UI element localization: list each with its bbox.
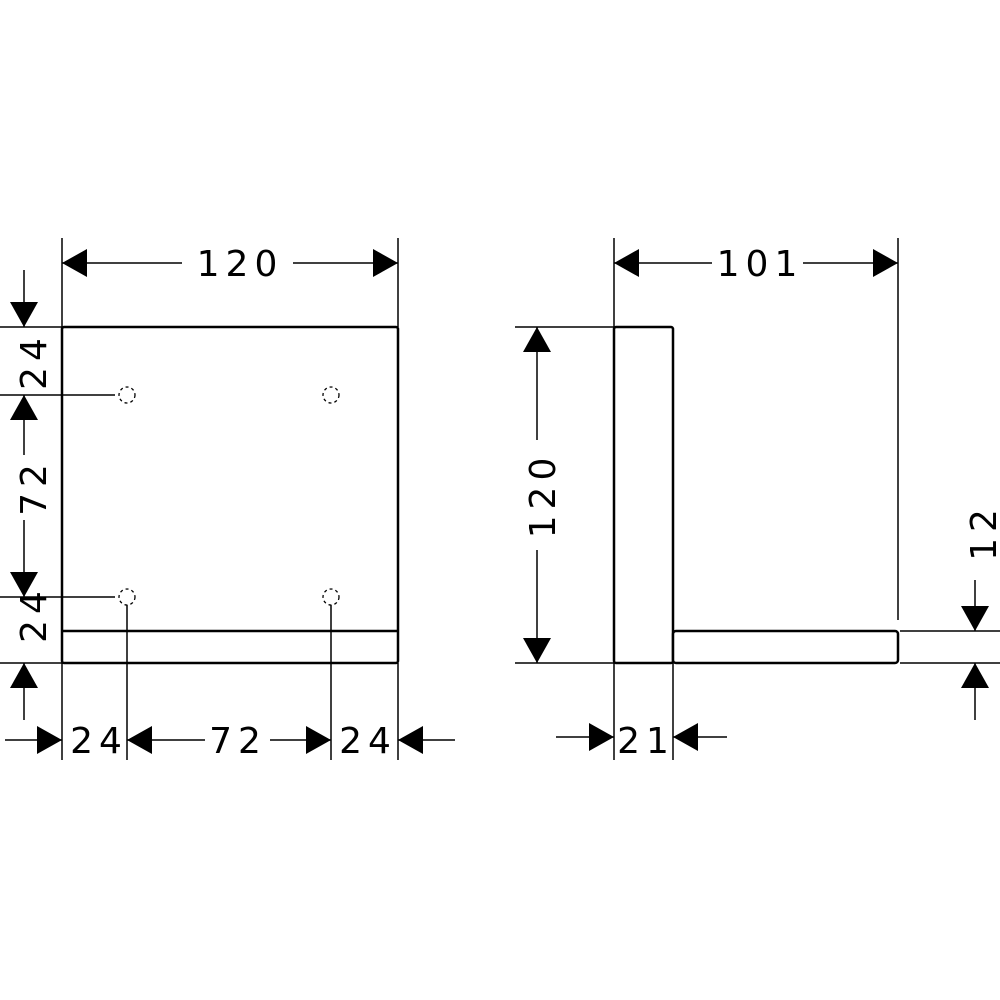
arrowhead-icon: [306, 726, 331, 754]
arrowhead-icon: [523, 638, 551, 663]
arrowhead-icon: [614, 249, 639, 277]
back-plate-outline: [612, 325, 675, 665]
shelf-outline: [671, 629, 900, 665]
front-left-dim-top: 24: [14, 332, 55, 390]
dimension-lines: [0, 238, 1000, 760]
arrowhead-icon: [10, 302, 38, 327]
side-view: 101 120 21 12: [523, 244, 1000, 762]
arrowhead-icon: [373, 249, 398, 277]
front-bottom-dim-mid: 72: [209, 721, 267, 762]
arrowhead-icon: [37, 726, 62, 754]
arrowhead-icon: [10, 572, 38, 597]
mounting-hole: [118, 386, 136, 404]
mounting-hole: [322, 386, 340, 404]
plate-thickness-label: 21: [617, 721, 675, 762]
arrowhead-icon: [589, 723, 614, 751]
front-bottom-dim-right: 24: [339, 721, 397, 762]
shelf-thickness-label: 12: [964, 503, 1000, 561]
arrowhead-icon: [62, 249, 87, 277]
front-width-label: 120: [197, 244, 284, 285]
side-height-label: 120: [523, 452, 564, 539]
side-depth-label: 101: [717, 244, 804, 285]
front-view: 120 24 72 24 24 72 24: [14, 244, 400, 762]
arrowhead-icon: [961, 606, 989, 631]
front-left-dim-bottom: 24: [14, 585, 55, 643]
front-plate-outline: [60, 325, 400, 665]
front-bottom-dim-left: 24: [70, 721, 128, 762]
arrowhead-icon: [873, 249, 898, 277]
front-left-dim-mid: 72: [14, 458, 55, 516]
